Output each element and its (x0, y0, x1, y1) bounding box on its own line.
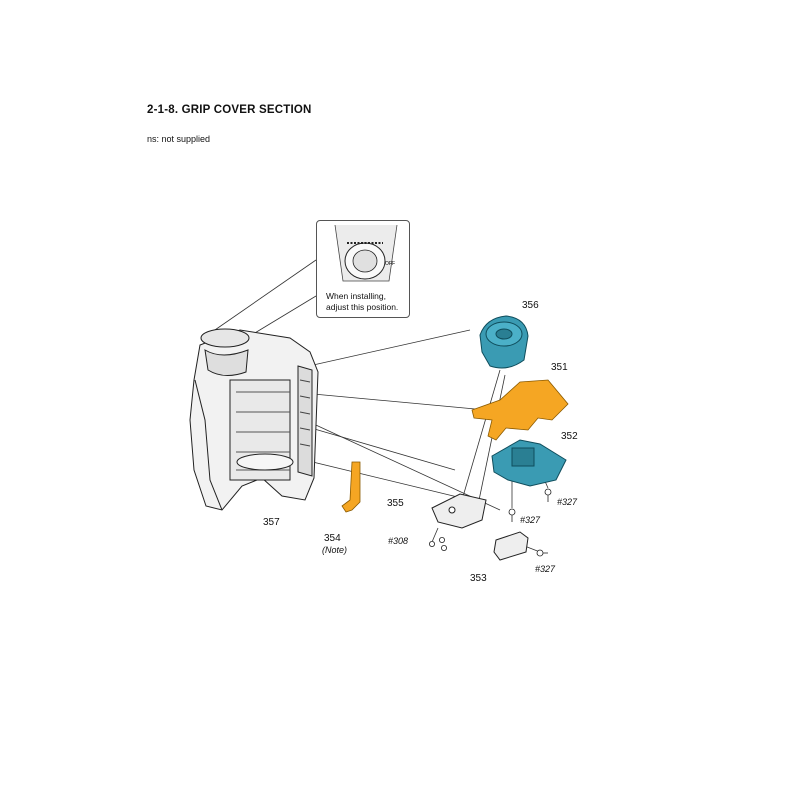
dial-off-mark: OFF (385, 261, 395, 267)
screw-label-327-a: #327 (557, 497, 578, 507)
part-label-354: 354 (324, 533, 341, 544)
flexible-board-orange-part (471, 379, 569, 441)
part-label-351: 351 (551, 362, 568, 373)
switch-block-part (491, 439, 567, 487)
part-label-352: 352 (561, 431, 578, 442)
mode-dial-part (479, 315, 529, 369)
screws (428, 488, 552, 557)
callout-instruction: When installing, adjust this position. (326, 291, 399, 312)
part-label-355: 355 (387, 498, 404, 509)
part-label-357: 357 (263, 517, 280, 528)
part-label-353: 353 (470, 573, 487, 584)
grip-cover-part (189, 328, 319, 511)
screw-label-327-b: #327 (520, 515, 541, 525)
small-bracket-part (493, 531, 529, 561)
screw-label-308: #308 (388, 536, 409, 546)
flexible-board-part (341, 461, 361, 513)
screw-label-327-c: #327 (535, 564, 556, 574)
installation-callout: OFF (316, 220, 410, 318)
not-supplied-note: ns: not supplied (147, 134, 211, 144)
section-title: 2-1-8. GRIP COVER SECTION (147, 104, 312, 116)
dial-detail-drawing: OFF (334, 224, 398, 282)
bracket-part (431, 493, 487, 529)
part-label-356: 356 (522, 300, 539, 311)
part-label-354-note: (Note) (322, 545, 348, 555)
